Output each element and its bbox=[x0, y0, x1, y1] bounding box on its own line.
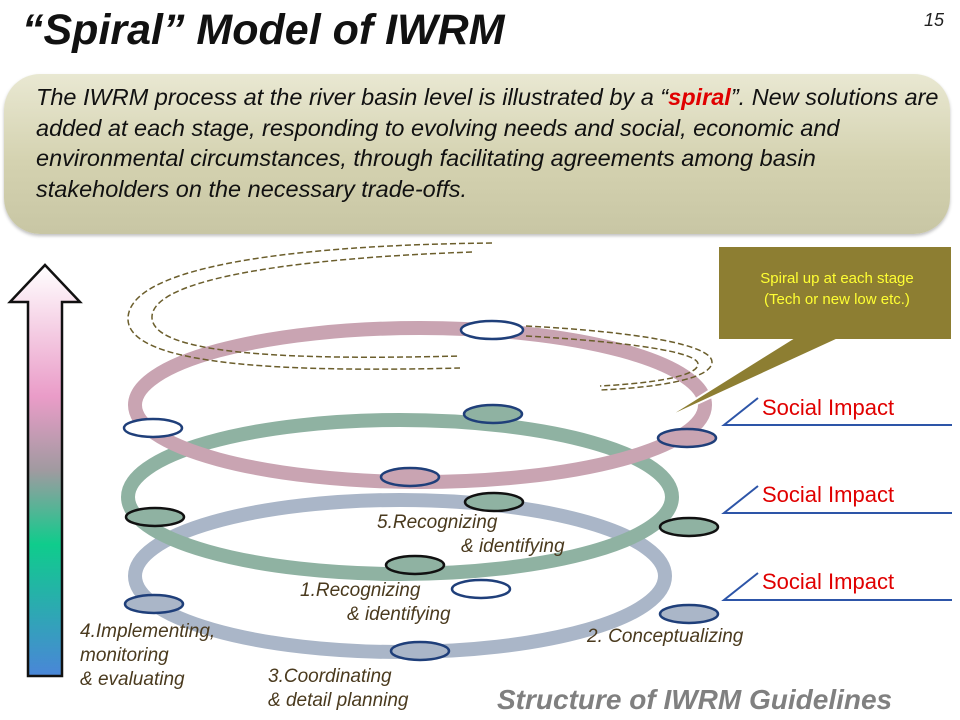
stage-label-5-line1: 5.Recognizing bbox=[377, 512, 498, 533]
spiral-ring-stage3 bbox=[128, 321, 712, 489]
callout-line2: (Tech or new low etc.) bbox=[764, 291, 910, 308]
node-mid-right bbox=[658, 516, 720, 538]
intro-text: The IWRM process at the river basin leve… bbox=[36, 82, 941, 204]
stage-label-1-line2: & identifying bbox=[347, 604, 451, 625]
stage-label-3-line2: & detail planning bbox=[268, 690, 409, 711]
node-upper-center bbox=[462, 403, 524, 425]
upward-progress-arrow bbox=[7, 263, 83, 678]
stage-label-1-line1: 1.Recognizing bbox=[300, 580, 421, 601]
intro-text-part2: ”. New solutions are added at each stage… bbox=[36, 84, 939, 202]
node-bottom bbox=[389, 640, 451, 662]
slide-title: “Spiral” Model of IWRM bbox=[22, 6, 505, 54]
intro-box bbox=[4, 74, 950, 234]
social-impact-lines bbox=[721, 397, 952, 601]
node-low-right bbox=[658, 603, 720, 625]
intro-highlight: spiral bbox=[668, 84, 731, 110]
node-upper-left bbox=[122, 417, 184, 439]
callout-bubble bbox=[661, 245, 953, 421]
node-mid-center bbox=[463, 491, 525, 513]
social-line-1 bbox=[721, 397, 952, 426]
node-mid-left bbox=[124, 506, 186, 528]
callout-line1: Spiral up at each stage bbox=[760, 270, 914, 287]
node-low-center bbox=[450, 578, 512, 600]
node-top bbox=[459, 319, 525, 341]
social-line-2 bbox=[721, 485, 952, 514]
stage-label-5-line2: & identifying bbox=[461, 536, 565, 557]
stage-label-4-line1: 4.Implementing, bbox=[80, 621, 216, 642]
stage-label-3-line1: 3.Coordinating bbox=[268, 666, 392, 687]
social-line-3 bbox=[721, 572, 952, 601]
stage-label-4-line2: monitoring bbox=[80, 645, 169, 666]
intro-text-part1: The IWRM process at the river basin leve… bbox=[36, 84, 669, 110]
spiral-nodes bbox=[122, 319, 720, 662]
stage-label-2: 2. Conceptualizing bbox=[587, 626, 744, 647]
node-mid-front bbox=[379, 466, 441, 488]
social-impact-label-1: Social Impact bbox=[762, 395, 895, 420]
node-upper-right bbox=[656, 427, 718, 449]
future-spiral-dashed bbox=[127, 242, 713, 391]
node-low-left bbox=[123, 593, 185, 615]
node-low-front bbox=[384, 554, 446, 576]
social-impact-label-2: Social Impact bbox=[762, 482, 895, 507]
page-number: 15 bbox=[923, 10, 944, 30]
social-impact-label-3: Social Impact bbox=[762, 569, 895, 594]
footer-caption: Structure of IWRM Guidelines bbox=[497, 684, 893, 715]
spiral-ring-stage2 bbox=[121, 413, 679, 581]
stage-label-4-line3: & evaluating bbox=[80, 669, 185, 690]
callout-text: Spiral up at each stage (Tech or new low… bbox=[724, 268, 950, 310]
